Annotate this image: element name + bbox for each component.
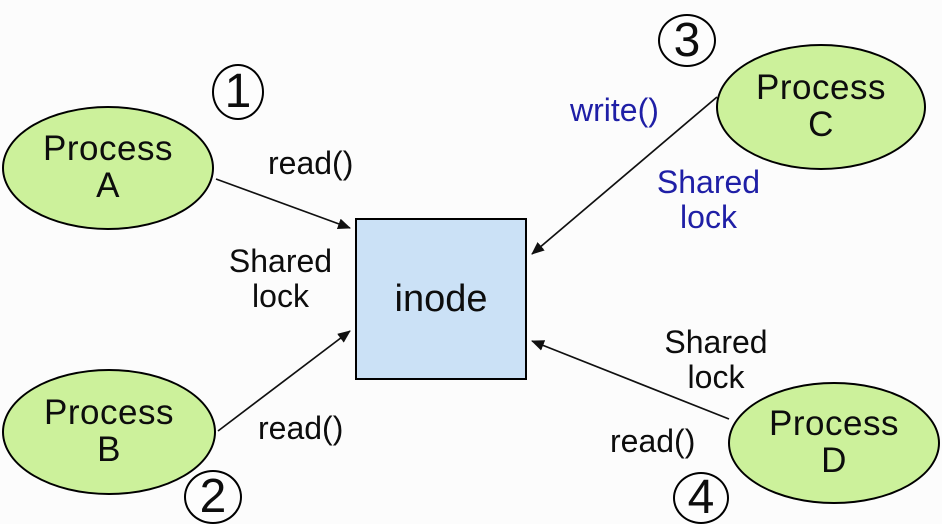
process-d-label-line1: Process (769, 404, 899, 444)
inode-label: inode (394, 277, 488, 320)
step-badge-3-label: 3 (673, 13, 701, 67)
process-d-label-line2: D (821, 441, 847, 480)
step-badge-1-label: 1 (224, 65, 252, 118)
edge-label-read-b: read() (258, 410, 344, 446)
step-badge-4-label: 4 (687, 471, 715, 524)
shared-lock-c-line2: lock (680, 199, 737, 235)
shared-lock-d-line2: lock (687, 359, 745, 395)
arrow-process-a-to-inode (215, 178, 351, 230)
step-badge-2-label: 2 (199, 470, 227, 523)
process-c-label-line1: Process (756, 68, 886, 108)
node-process-a: Process A (2, 106, 214, 230)
process-b-label-line1: Process (44, 393, 174, 433)
shared-lock-c-line1: Shared (656, 164, 761, 200)
edge-label-read-d: read() (610, 423, 696, 459)
arrow-process-d-to-inode (531, 340, 730, 420)
process-c-label-line2: C (808, 105, 834, 144)
edge-label-read-a: read() (268, 145, 354, 181)
edge-label-shared-lock-c: Shared lock (646, 165, 771, 235)
step-badge-2: 2 (184, 470, 242, 524)
step-badge-4: 4 (673, 472, 729, 524)
shared-lock-left-line2: lock (252, 278, 309, 314)
node-process-d: Process D (728, 382, 940, 504)
shared-lock-d-line1: Shared (664, 324, 768, 360)
step-badge-3: 3 (658, 14, 716, 67)
arrow-process-c-to-inode (531, 96, 718, 255)
node-inode: inode (355, 218, 527, 380)
process-a-label-line2: A (96, 166, 120, 205)
edge-label-shared-lock-d: Shared lock (652, 325, 780, 395)
shared-lock-left-line1: Shared (228, 243, 333, 279)
process-b-label-line2: B (97, 430, 121, 469)
node-process-b: Process B (2, 369, 216, 495)
arrow-process-b-to-inode (217, 330, 351, 432)
step-badge-1: 1 (212, 64, 264, 120)
process-a-label-line1: Process (43, 129, 173, 169)
node-process-c: Process C (716, 44, 926, 170)
edge-label-write-c: write() (570, 92, 659, 128)
edge-label-shared-lock-left: Shared lock (213, 244, 348, 314)
